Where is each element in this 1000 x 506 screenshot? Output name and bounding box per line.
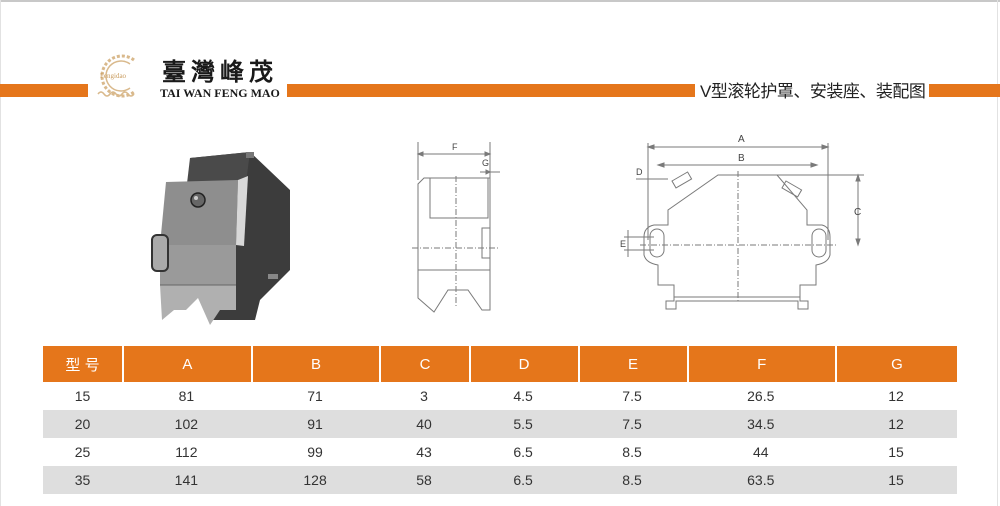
cell: 5.5 [468, 410, 578, 438]
svg-text:A: A [738, 134, 745, 145]
header-bar-left [0, 84, 88, 97]
cell: 58 [379, 466, 469, 494]
cell: 44 [752, 444, 769, 460]
cell: 91 [250, 410, 380, 438]
header-bar-right [929, 84, 1000, 97]
cell: 20 [43, 410, 122, 438]
page-border-top [0, 0, 1000, 2]
col-header-model: 型 号 [43, 346, 122, 382]
svg-text:D: D [636, 167, 643, 177]
svg-text:C: C [854, 207, 861, 218]
table-row: 20 102 91 40 5.5 7.5 34.5 12 [43, 410, 957, 438]
cell: 7.5 [622, 388, 642, 404]
table-header-row: 型 号 A B C D E F G [43, 346, 957, 382]
header-bar-middle [287, 84, 695, 97]
svg-text:Fengidao: Fengidao [100, 72, 127, 80]
cell: 99 [307, 444, 323, 460]
col-header-b: B [250, 346, 380, 382]
page-border-left [0, 0, 1, 506]
spec-table: 型 号 A B C D E F G 15 81 71 3 4.5 7.5 26.… [43, 346, 957, 494]
brand-name-chinese: 臺灣峰茂 [162, 57, 278, 86]
col-header-d: D [468, 346, 578, 382]
cell: 26.5 [747, 388, 775, 404]
cell: 8.5 [622, 444, 642, 460]
table-row: 35 141 128 58 6.5 8.5 63.5 15 [43, 466, 957, 494]
cell: 102 [122, 410, 251, 438]
cell: 6.5 [513, 444, 533, 460]
cell: 25 [74, 444, 91, 460]
cell: 12 [835, 410, 957, 438]
cell: 4.5 [513, 388, 533, 404]
col-header-g: G [835, 346, 957, 382]
col-header-e: E [577, 346, 687, 382]
brand-name-english: TAI WAN FENG MAO [160, 86, 280, 100]
section-title: V型滚轮护罩、安装座、装配图 [700, 82, 926, 101]
cell: 3 [420, 388, 428, 404]
cell: 8.5 [577, 466, 687, 494]
cell: 71 [307, 388, 323, 404]
page-border-right [997, 0, 998, 506]
front-view-drawing: A B C D E [620, 134, 864, 310]
product-3d-image [151, 152, 290, 325]
cell: 128 [250, 466, 380, 494]
svg-text:F: F [452, 142, 458, 152]
cell: 6.5 [468, 466, 578, 494]
svg-text:G: G [482, 158, 489, 168]
cell: 112 [175, 444, 198, 460]
gear-logo-icon: Fengidao [97, 54, 135, 98]
side-view-drawing: F G [412, 142, 500, 313]
cell: 7.5 [577, 410, 687, 438]
table-row: 15 81 71 3 4.5 7.5 26.5 12 [43, 382, 957, 410]
col-header-c: C [379, 346, 469, 382]
svg-text:E: E [620, 239, 626, 249]
cell: 12 [888, 388, 904, 404]
cell: 15 [835, 466, 957, 494]
cell: 35 [43, 466, 122, 494]
cell: 15 [888, 444, 904, 460]
col-header-a: A [122, 346, 251, 382]
cell: 141 [122, 466, 251, 494]
cell: 63.5 [686, 466, 835, 494]
cell: 15 [74, 388, 91, 404]
cell: 40 [379, 410, 469, 438]
table-row: 25 112 99 43 6.5 8.5 44 15 [43, 438, 957, 466]
cell: 43 [416, 444, 432, 460]
col-header-f: F [686, 346, 835, 382]
cell: 81 [178, 388, 195, 404]
svg-text:B: B [738, 153, 745, 164]
cell: 34.5 [686, 410, 835, 438]
